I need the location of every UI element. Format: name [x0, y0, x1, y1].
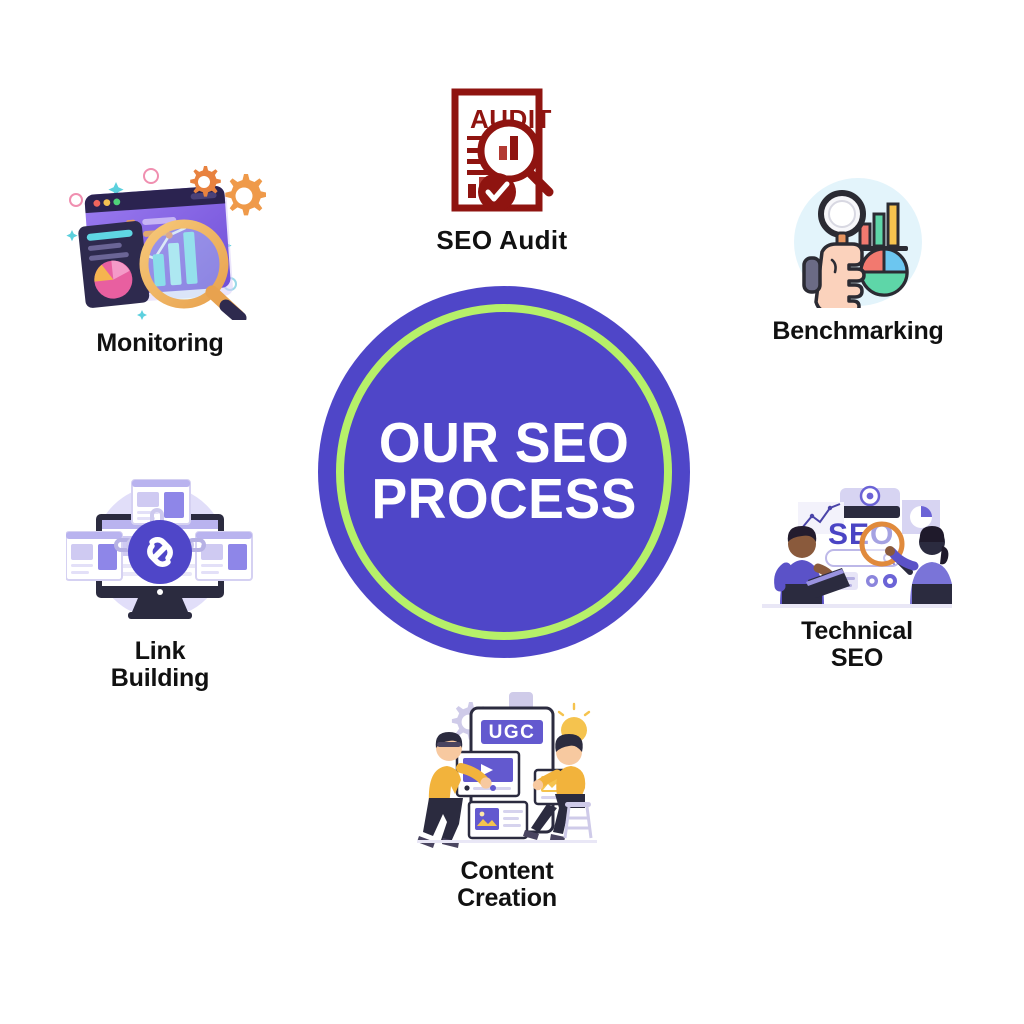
center-hub: OUR SEO PROCESS: [318, 286, 690, 658]
monitor-chain-link-icon: [66, 479, 253, 619]
step-benchmarking[interactable]: Benchmarking: [723, 176, 993, 345]
step-monitoring[interactable]: Monitoring: [45, 160, 275, 357]
step-label-technical-seo: Technical SEO: [801, 617, 913, 672]
step-link-building[interactable]: Link Building: [55, 476, 265, 692]
hand-magnifier-charts-icon: [794, 178, 922, 308]
step-label-monitoring: Monitoring: [96, 329, 224, 357]
audit-document-icon: AUDIT: [451, 88, 554, 212]
step-label-benchmarking: Benchmarking: [772, 317, 944, 345]
step-content-creation[interactable]: UGC: [412, 686, 602, 912]
team-seo-search-icon: SEO: [762, 485, 952, 608]
step-label-link-building: Link Building: [110, 637, 210, 692]
step-seo-audit[interactable]: AUDIT SEO Audit: [377, 88, 627, 254]
ugc-tablet-team-icon: UGC: [417, 692, 597, 848]
step-technical-seo[interactable]: SEO: [757, 472, 957, 672]
step-label-content-creation: Content Creation: [457, 857, 557, 912]
step-label-seo-audit: SEO Audit: [436, 225, 568, 255]
analytics-dashboard-icon: [66, 166, 266, 320]
hub-title: OUR SEO PROCESS: [371, 411, 637, 531]
svg-text:UGC: UGC: [489, 722, 536, 743]
